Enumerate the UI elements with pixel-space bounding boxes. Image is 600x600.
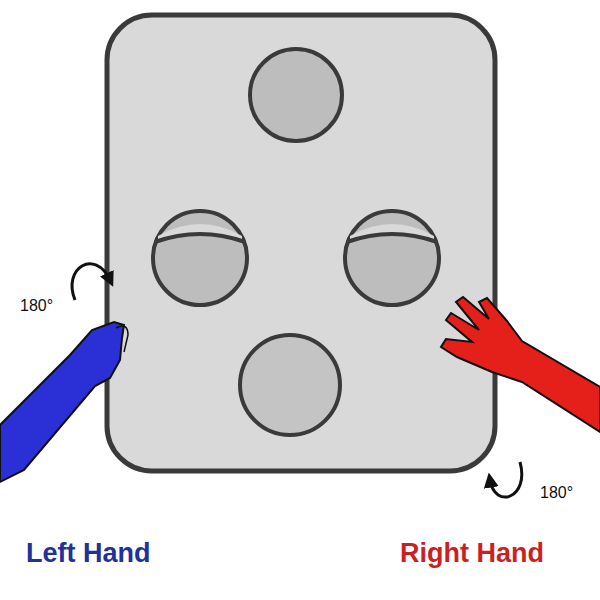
rotation-arrow <box>72 264 110 300</box>
hole <box>250 49 342 141</box>
hand-label: Right Hand <box>400 538 544 569</box>
hole <box>153 211 247 305</box>
flap-line <box>347 234 437 242</box>
rotation-arrow <box>490 462 522 497</box>
board <box>107 15 495 471</box>
holes <box>153 49 439 435</box>
left-hand <box>0 322 124 482</box>
hand-label: Left Hand <box>26 538 151 569</box>
left-thumb <box>116 326 128 352</box>
flap-line <box>155 234 245 242</box>
rotation-label: 180° <box>20 297 53 315</box>
hole <box>240 335 340 435</box>
rotation-label: 180° <box>540 484 573 502</box>
hole <box>345 211 439 305</box>
right-hand <box>441 297 600 432</box>
